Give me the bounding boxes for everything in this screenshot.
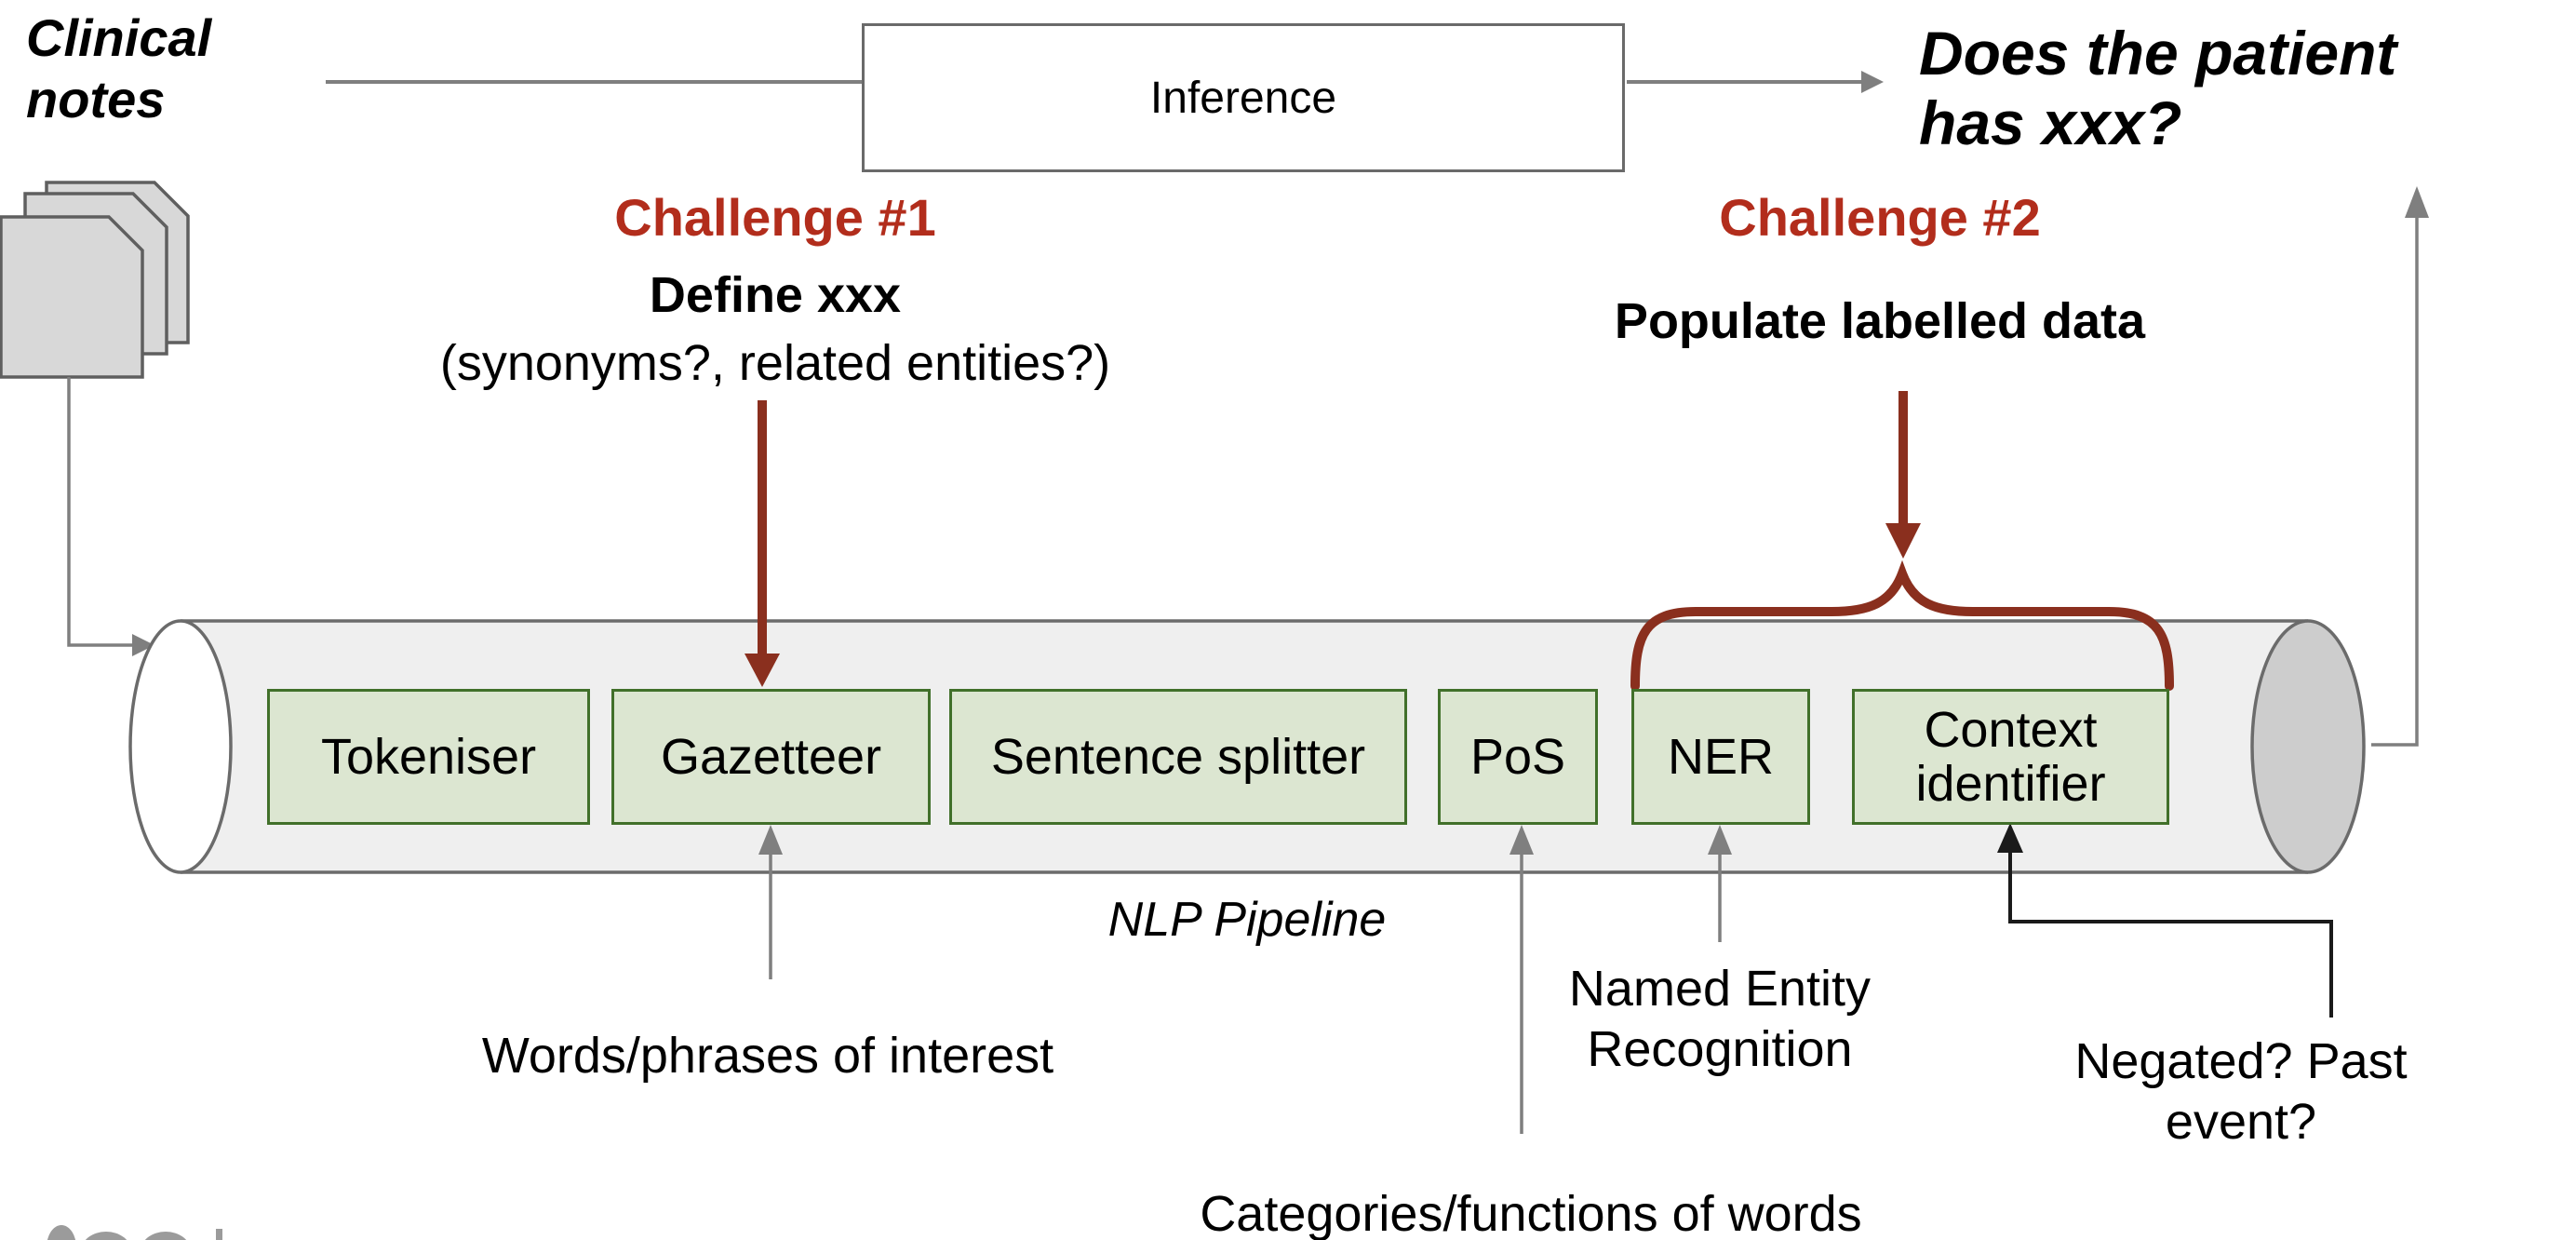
context-note: Negated? Past event? (2074, 1031, 2407, 1152)
output-question-line2: has xxx? (1919, 88, 2182, 157)
stage-context-identifier: Context identifier (1852, 689, 2169, 825)
context-note-arrow (1997, 823, 2333, 1018)
ner-note-arrow (1708, 825, 1732, 942)
stage-tokeniser: Tokeniser (267, 689, 590, 825)
stage-sentence-splitter: Sentence splitter (949, 689, 1407, 825)
ner-note-line2: Recognition (1587, 1020, 1853, 1077)
context-note-line1: Negated? Past (2074, 1033, 2408, 1089)
ner-note: Named Entity Recognition (1569, 959, 1871, 1080)
challenge-1-block: Challenge #1 Define xxx (synonyms?, rela… (440, 186, 1110, 394)
inference-label: Inference (1149, 73, 1337, 123)
challenge2-arrow (1885, 391, 1921, 559)
challenge1-arrow (745, 400, 780, 687)
output-arrow (2371, 186, 2429, 747)
pos-note-arrow (1509, 825, 1534, 1134)
stage-tokeniser-label: Tokeniser (320, 728, 537, 785)
stage-context-identifier-label: Context identifier (1915, 701, 2106, 812)
stage-pos: PoS (1438, 689, 1598, 825)
context-note-line2: event? (2165, 1093, 2317, 1150)
cylinder-right-cap (2250, 619, 2366, 874)
challenge-1-detail: (synonyms?, related entities?) (439, 334, 1111, 391)
pos-note: Categories/functions of words (1200, 1186, 1862, 1240)
ner-note-line1: Named Entity (1568, 961, 1872, 1017)
inference-box: Inference (862, 23, 1625, 172)
clinical-notes-line1: Clinical (26, 8, 212, 67)
challenge-1-title: Challenge #1 (614, 188, 936, 247)
stage-pos-label: PoS (1469, 728, 1566, 785)
gazetteer-note: Words/phrases of interest (481, 1028, 1054, 1084)
pipeline-label: NLP Pipeline (1107, 893, 1387, 947)
stage-ner-label: NER (1667, 728, 1774, 785)
challenge-2-title: Challenge #2 (1719, 188, 2041, 247)
stage-gazetteer: Gazetteer (611, 689, 931, 825)
challenge-2-block: Challenge #2 Populate labelled data (1615, 186, 2145, 352)
clinical-notes-line2: notes (26, 69, 166, 128)
document-stack-icon (0, 181, 190, 379)
clinical-notes-label: Clinical notes (26, 7, 211, 129)
gazetteer-note-arrow (758, 825, 783, 979)
output-question-line1: Does the patient (1919, 19, 2397, 88)
stage-gazetteer-label: Gazetteer (660, 728, 882, 785)
challenge-2-subtitle: Populate labelled data (1614, 293, 2146, 350)
logo-fragment (47, 1225, 222, 1240)
output-question: Does the patient has xxx? (1919, 19, 2396, 157)
challenge-1-subtitle: Define xxx (649, 267, 902, 324)
cylinder-left-cap (128, 619, 233, 874)
input-arrow (67, 377, 154, 656)
stage-sentence-splitter-label: Sentence splitter (990, 728, 1366, 785)
stage-ner: NER (1631, 689, 1810, 825)
inference-flow-arrow (326, 71, 1884, 93)
document-page-front-icon (0, 215, 144, 379)
challenge2-brace (1630, 559, 2174, 691)
